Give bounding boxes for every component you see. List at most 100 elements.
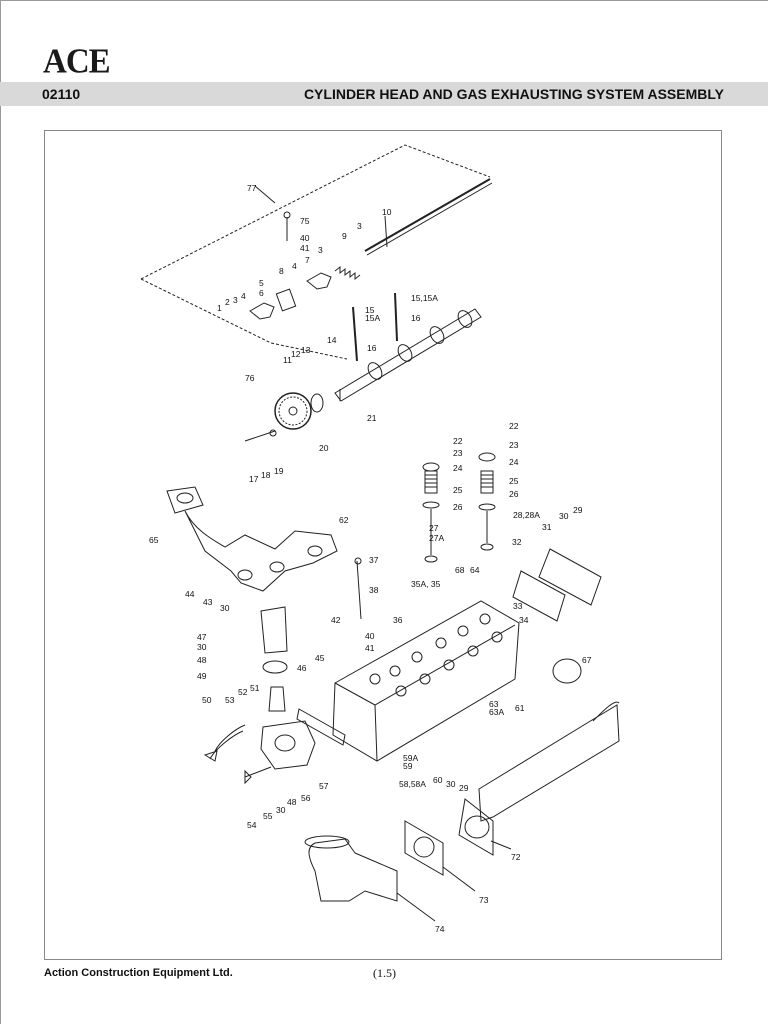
rocker-shaft-spring — [334, 265, 361, 281]
callout-labels: 77 75 40 41 3 9 3 10 8 4 7 5 6 4 3 2 1 1… — [149, 183, 592, 934]
callout: 1 — [217, 303, 222, 313]
callout: 36 — [393, 615, 403, 625]
thermostat-housing — [260, 606, 288, 712]
callout: 14 — [327, 335, 337, 345]
callout: 16 — [367, 343, 377, 353]
valve-group-left — [422, 462, 440, 563]
callout: 2 — [225, 297, 230, 307]
callout: 57 — [319, 781, 329, 791]
cover-gasket — [512, 548, 602, 622]
callout: 64 — [470, 565, 480, 575]
callout: 53 — [225, 695, 235, 705]
callout: 43 — [203, 597, 213, 607]
callout: 4 — [292, 261, 297, 271]
callout: 51 — [250, 683, 260, 693]
callout: 20 — [319, 443, 329, 453]
water-pump — [203, 720, 316, 770]
callout: 59A — [403, 753, 418, 763]
exhaust-elbow — [304, 835, 398, 902]
callout: 30 — [446, 779, 456, 789]
callout: 33 — [513, 601, 523, 611]
section-code: 02110 — [42, 86, 81, 102]
callout: 29 — [573, 505, 583, 515]
callout: 31 — [542, 522, 552, 532]
callout: 59 — [403, 761, 413, 771]
page-title: CYLINDER HEAD AND GAS EXHAUSTING SYSTEM … — [303, 86, 724, 102]
callout: 72 — [511, 852, 521, 862]
callout: 18 — [261, 470, 271, 480]
callout: 4 — [241, 291, 246, 301]
callout: 11 — [283, 355, 292, 365]
callout: 67 — [582, 655, 592, 665]
valve-group-right — [478, 452, 496, 551]
callout: 15,15A — [411, 293, 438, 303]
callout: 24 — [509, 457, 519, 467]
callout: 50 — [202, 695, 212, 705]
callout: 52 — [238, 687, 248, 697]
diagram-frame: 77 75 40 41 3 9 3 10 8 4 7 5 6 4 3 2 1 1… — [44, 130, 722, 960]
camshaft-gear — [274, 392, 312, 430]
callout: 61 — [515, 703, 525, 713]
callout: 8 — [279, 266, 284, 276]
callout: 37 — [369, 555, 379, 565]
callout: 41 — [300, 243, 310, 253]
callout: 25 — [453, 485, 463, 495]
callout: 47 — [197, 632, 207, 642]
callout: 41 — [365, 643, 375, 653]
callout: 42 — [331, 615, 341, 625]
callout: 56 — [301, 793, 311, 803]
callout: 26 — [509, 489, 519, 499]
callout: 54 — [247, 820, 257, 830]
rocker-arm — [306, 272, 332, 290]
callout: 73 — [479, 895, 489, 905]
callout: 65 — [149, 535, 159, 545]
callout: 7 — [305, 255, 310, 265]
callout: 60 — [433, 775, 443, 785]
header-band — [0, 82, 768, 106]
callout: 62 — [339, 515, 349, 525]
callout: 19 — [274, 466, 284, 476]
callout: 9 — [342, 231, 347, 241]
callout: 75 — [300, 216, 310, 226]
callout: 13 — [301, 345, 311, 355]
rocker-shaft — [364, 178, 493, 256]
callout: 15 — [365, 305, 375, 315]
callout: 16 — [411, 313, 421, 323]
callout: 3 — [318, 245, 323, 255]
brand-logo: ACE — [43, 43, 111, 81]
callout: 49 — [197, 671, 207, 681]
callout: 23 — [453, 448, 463, 458]
cylinder-head — [332, 600, 520, 762]
callout: 30 — [559, 511, 569, 521]
callout: 22 — [453, 436, 463, 446]
callout: 30 — [220, 603, 230, 613]
callout: 27A — [429, 533, 444, 543]
callout: 6 — [259, 288, 264, 298]
callout: 76 — [245, 373, 255, 383]
page-number: (1.5) — [373, 966, 396, 980]
callout: 44 — [185, 589, 195, 599]
callout: 63A — [489, 707, 504, 717]
callout: 3 — [357, 221, 362, 231]
callout: 77 — [247, 183, 257, 193]
callout: 27 — [429, 523, 439, 533]
callout: 40 — [365, 631, 375, 641]
callout: 40 — [300, 233, 310, 243]
camshaft — [334, 308, 482, 402]
top-border — [0, 0, 768, 1]
callout: 74 — [435, 924, 445, 934]
rubber-gasket — [552, 658, 582, 684]
exhaust-manifold — [166, 486, 338, 592]
callout: 30 — [197, 642, 207, 652]
callout: 5 — [259, 278, 264, 288]
callout: 46 — [297, 663, 307, 673]
callout: 10 — [382, 207, 392, 217]
callout: 34 — [519, 615, 529, 625]
callout: 26 — [453, 502, 463, 512]
callout: 24 — [453, 463, 463, 473]
company-name: Action Construction Equipment Ltd. — [44, 967, 233, 979]
callout: 30 — [276, 805, 286, 815]
callout: 68 — [455, 565, 465, 575]
callout: 48 — [197, 655, 207, 665]
exhaust-pipe — [458, 701, 620, 856]
